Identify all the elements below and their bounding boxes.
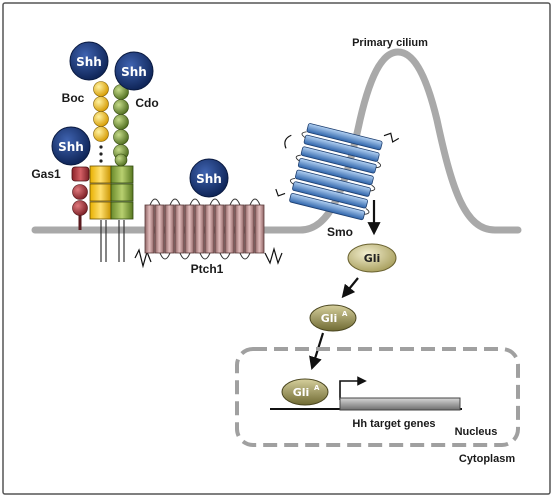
smo-label: Smo — [327, 225, 353, 239]
gli-active-protein: Gli A — [309, 304, 357, 332]
hh-target-genes-label: Hh target genes — [352, 418, 435, 430]
cdo-receptor — [110, 84, 134, 262]
nucleus-label: Nucleus — [455, 426, 498, 438]
gli-activation-arrow — [341, 277, 359, 299]
gli-label: Gli — [364, 252, 381, 265]
cytoplasm-label: Cytoplasm — [459, 453, 515, 465]
figure-frame — [2, 2, 551, 495]
gli-active-superscript: A — [342, 310, 348, 318]
ptch1-label: Ptch1 — [191, 262, 224, 276]
shh-label: Shh — [196, 172, 222, 186]
shh-ligand-ptch1: Shh — [189, 158, 229, 198]
nucleus-boundary — [235, 347, 520, 447]
gli-active-nucleus-protein: Gli A — [281, 378, 329, 406]
transcription-start-arrow — [339, 376, 367, 400]
shh-ligand-boc: Shh — [69, 41, 109, 81]
gas1-label: Gas1 — [31, 167, 61, 181]
gli-active-nucleus-superscript: A — [314, 384, 320, 392]
shh-ligand-gas1: Shh — [51, 126, 91, 166]
primary-cilium-label: Primary cilium — [352, 37, 428, 49]
shh-label: Shh — [121, 65, 147, 79]
smo-receptor — [275, 123, 400, 221]
ptch1-receptor — [134, 198, 283, 269]
shh-ligand-cdo: Shh — [114, 51, 154, 91]
gas1-receptor — [71, 166, 90, 230]
hh-target-gene-bar — [339, 397, 461, 411]
cdo-label: Cdo — [135, 96, 158, 110]
boc-label: Boc — [62, 91, 85, 105]
shh-label: Shh — [76, 55, 102, 69]
shh-label: Shh — [58, 140, 84, 154]
gli-active-nucleus-label: Gli — [293, 386, 310, 399]
gli-active-label: Gli — [321, 312, 338, 325]
gli-protein: Gli — [347, 243, 397, 273]
